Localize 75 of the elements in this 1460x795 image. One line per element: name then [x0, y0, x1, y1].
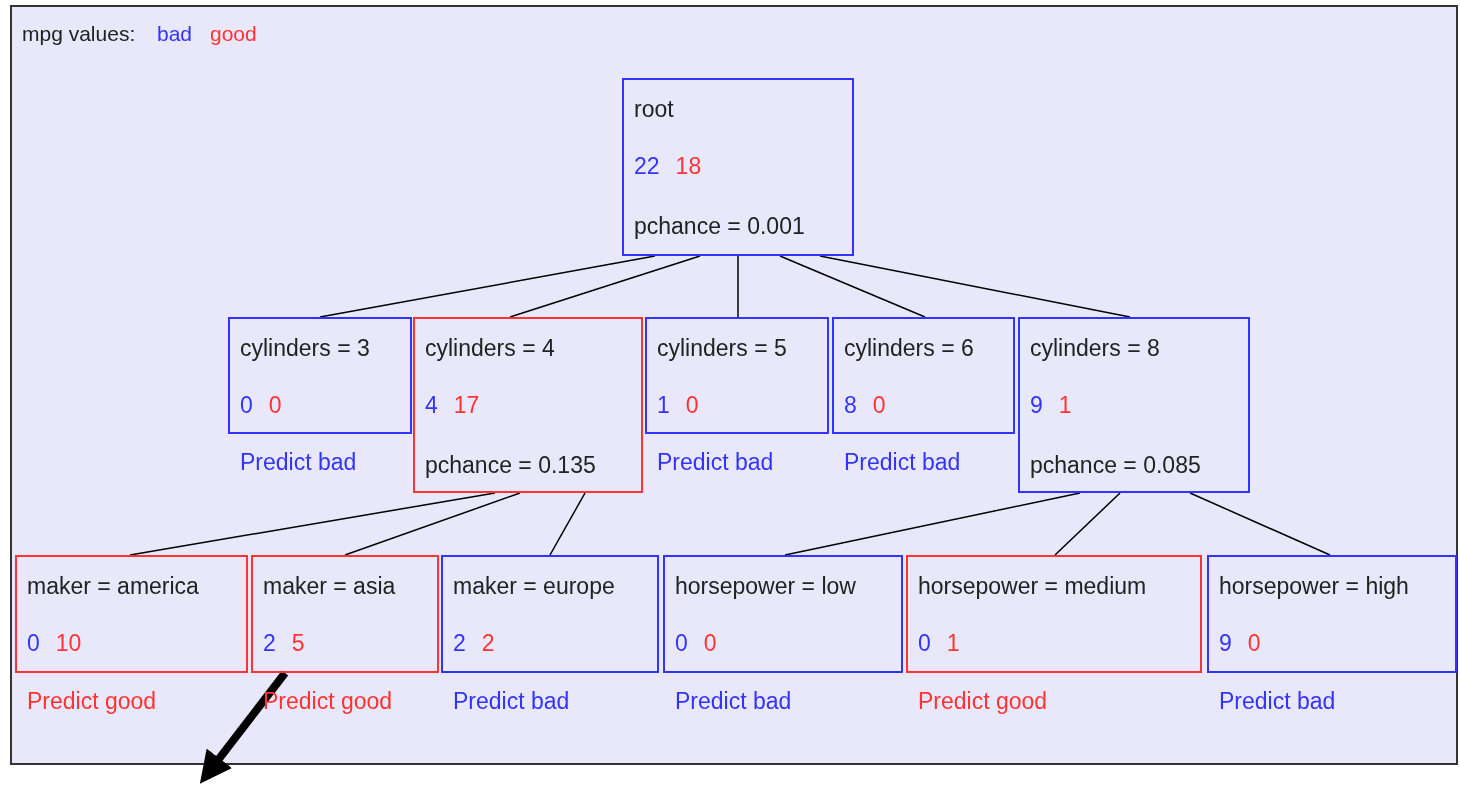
split-condition: cylinders = 4	[425, 335, 555, 361]
class-count: 22	[634, 153, 660, 179]
split-condition: horsepower = medium	[918, 573, 1147, 599]
pchance-value: pchance = 0.085	[1030, 452, 1201, 478]
prediction-label: Predict bad	[657, 449, 774, 475]
tree-branch-line	[1189, 492, 1331, 556]
tree-branch-line	[509, 255, 701, 318]
class-count: 0	[240, 392, 253, 418]
prediction-label: Predict good	[27, 688, 157, 714]
class-count: 0	[268, 392, 282, 418]
split-condition: cylinders = 6	[844, 335, 974, 361]
class-count: 17	[453, 392, 480, 418]
class-count: 0	[918, 630, 931, 656]
class-count: 4	[425, 392, 438, 418]
tree-branch-line	[1054, 492, 1121, 556]
tree-branch-line	[129, 492, 496, 556]
prediction-label: Predict good	[918, 688, 1048, 714]
pchance-value: pchance = 0.001	[634, 213, 805, 239]
class-count: 2	[263, 630, 276, 656]
prediction-label: Predict bad	[675, 688, 792, 714]
class-count: 1	[1058, 392, 1072, 418]
class-count: 0	[685, 392, 699, 418]
tree-branch-line	[779, 255, 926, 318]
split-condition: horsepower = high	[1219, 573, 1409, 599]
class-count: 0	[872, 392, 886, 418]
tree-branch-line	[737, 255, 739, 318]
legend-entry: bad	[157, 22, 193, 46]
tree-node-box	[413, 317, 643, 493]
legend-title: mpg values:	[22, 22, 136, 46]
prediction-label: Predict bad	[240, 449, 357, 475]
prediction-label: Predict bad	[844, 449, 961, 475]
prediction-label: Predict bad	[1219, 688, 1336, 714]
split-condition: cylinders = 5	[657, 335, 787, 361]
class-count: 18	[675, 153, 702, 179]
class-count: 1	[946, 630, 960, 656]
split-condition: horsepower = low	[675, 573, 856, 599]
arrow	[199, 670, 289, 784]
tree-node-box	[251, 555, 439, 673]
tree-node-box	[15, 555, 248, 673]
tree-branch-line	[319, 255, 656, 318]
tree-branch-line	[549, 492, 586, 556]
class-count: 0	[703, 630, 717, 656]
split-condition: cylinders = 3	[240, 335, 370, 361]
class-count: 10	[55, 630, 82, 656]
tree-branch-line	[784, 492, 1081, 556]
class-count: 5	[291, 630, 305, 656]
class-count: 2	[453, 630, 466, 656]
tree-node-box	[441, 555, 659, 673]
split-condition: maker = asia	[263, 573, 396, 599]
tree-branch-line	[344, 492, 521, 556]
tree-node-box	[622, 78, 854, 256]
tree-node-box	[1207, 555, 1457, 673]
tree-branch-line	[819, 255, 1131, 318]
tree-node-box	[645, 317, 829, 434]
class-count: 0	[1247, 630, 1261, 656]
tree-node-box	[906, 555, 1202, 673]
class-count: 0	[27, 630, 40, 656]
split-condition: root	[634, 96, 674, 122]
pchance-value: pchance = 0.135	[425, 452, 596, 478]
tree-node-box	[228, 317, 412, 434]
tree-node-box	[1018, 317, 1250, 493]
legend-entry: good	[210, 22, 257, 46]
class-count: 0	[675, 630, 688, 656]
prediction-label: Predict bad	[453, 688, 570, 714]
class-count: 2	[481, 630, 495, 656]
class-count: 8	[844, 392, 857, 418]
split-condition: maker = europe	[453, 573, 615, 599]
tree-node-box	[832, 317, 1015, 434]
class-count: 9	[1219, 630, 1232, 656]
class-count: 1	[657, 392, 670, 418]
class-count: 9	[1030, 392, 1043, 418]
split-condition: maker = america	[27, 573, 199, 599]
prediction-label: Predict good	[263, 688, 393, 714]
split-condition: cylinders = 8	[1030, 335, 1160, 361]
tree-node-box	[663, 555, 903, 673]
